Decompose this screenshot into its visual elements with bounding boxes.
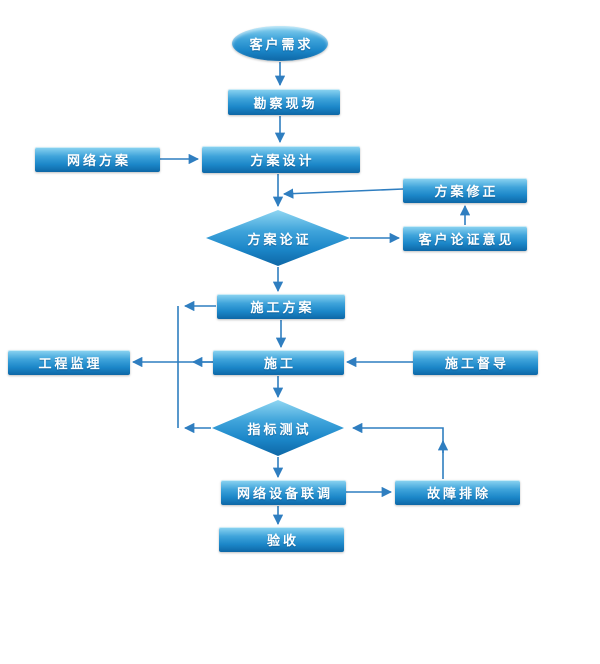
node-troubleshooting: 故障排除 xyxy=(395,480,520,505)
node-label: 方案论证 xyxy=(247,232,312,248)
node-label: 客户论证意见 xyxy=(418,233,515,248)
node-site-survey: 勘察现场 xyxy=(228,89,340,115)
node-label: 施工方案 xyxy=(250,301,315,316)
node-label: 网络设备联调 xyxy=(236,487,333,502)
flow-arrows xyxy=(131,62,471,526)
node-scheme-design: 方案设计 xyxy=(202,146,360,173)
node-scheme-revision: 方案修正 xyxy=(403,178,527,203)
node-construction-supervision: 施工督导 xyxy=(413,350,538,375)
node-network-equipment-debugging: 网络设备联调 xyxy=(221,480,346,505)
node-label: 方案修正 xyxy=(434,185,499,200)
node-label: 故障排除 xyxy=(426,487,491,502)
node-customer-demand: 客户需求 xyxy=(232,26,328,61)
node-label: 指标测试 xyxy=(247,422,312,438)
node-customer-review-opinion: 客户论证意见 xyxy=(403,226,527,251)
node-project-supervision: 工程监理 xyxy=(8,350,130,375)
node-label: 客户需求 xyxy=(249,38,314,53)
node-acceptance: 验收 xyxy=(219,527,344,552)
node-label: 验收 xyxy=(266,534,299,549)
node-label: 工程监理 xyxy=(38,357,103,372)
node-network-scheme: 网络方案 xyxy=(35,147,160,172)
node-label: 方案设计 xyxy=(250,154,315,169)
node-label: 勘察现场 xyxy=(253,96,318,112)
node-construction: 施工 xyxy=(213,350,344,375)
node-label: 施工 xyxy=(263,357,296,372)
node-construction-plan: 施工方案 xyxy=(217,294,345,319)
node-label: 施工督导 xyxy=(444,357,509,372)
node-label: 网络方案 xyxy=(66,154,131,169)
